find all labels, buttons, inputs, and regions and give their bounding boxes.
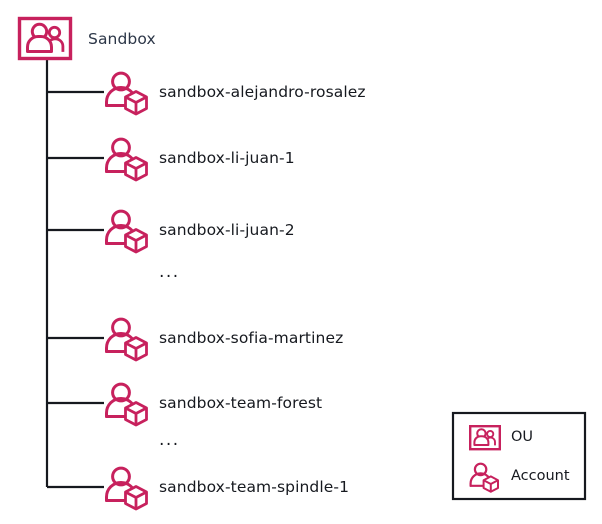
legend-item-label-ou: OU [511,429,534,445]
account-icon [105,209,148,254]
account-icon-body [105,480,136,502]
account-icon-body [105,331,136,353]
ou-icon-person-large-body [26,35,53,53]
account-icon-cube [124,336,148,362]
ou-icon-person-large-body [473,435,490,446]
account-icon-cube [482,475,499,493]
tree-node-label: sandbox-team-forest [159,394,323,412]
ou-icon-frame [469,425,502,451]
tree-ellipsis: ... [159,262,180,282]
account-icon-cube-edges [124,95,148,114]
tree-node-label: sandbox-li-juan-1 [159,149,295,167]
account-icon [105,137,148,182]
account-icon-cube-edges [124,233,148,252]
ou-icon-frame [17,16,73,61]
account-icon [105,71,148,116]
account-icon-head [111,466,131,487]
tree-connectors [45,59,104,489]
account-icon-cube-edges [124,406,148,425]
account-icon-cube [124,90,148,116]
account-icon [105,466,148,511]
ou-icon [17,16,73,61]
tree-node-label: sandbox-team-spindle-1 [159,478,350,496]
tree-node-label: sandbox-li-juan-2 [159,221,295,239]
account-icon-head [111,71,131,92]
account-icon-head [111,317,131,338]
account-icon-head [111,382,131,403]
ou-icon-person-small-head [47,25,62,40]
account-icon-body [105,85,136,107]
page-title: Sandbox [88,30,156,48]
account-icon-cube-edges [124,161,148,180]
account-icon-cube [124,401,148,427]
ou-icon [469,425,502,451]
legend-item-label-account: Account [511,468,570,484]
account-icon-body [105,223,136,245]
account-icon-body [469,472,491,487]
account-icon-cube [124,485,148,511]
account-icon-head [473,462,488,477]
account-icon-cube-edges [124,490,148,509]
account-icon-body [105,396,136,418]
tree-node-label: sandbox-sofia-martinez [159,329,344,347]
tree-node-label: sandbox-alejandro-rosalez [159,83,366,101]
account-icon [105,382,148,427]
account-icon-head [111,137,131,158]
account-icon-cube-edges [483,479,499,492]
account-icon-cube [124,228,148,254]
tree-ellipsis: ... [159,430,180,450]
account-icon-cube-edges [124,341,148,360]
account-icon-head [111,209,131,230]
account-icon-body [105,151,136,173]
account-icon [469,462,499,493]
account-icon [105,317,148,362]
legend-panel [451,411,587,501]
account-icon-cube [124,156,148,182]
